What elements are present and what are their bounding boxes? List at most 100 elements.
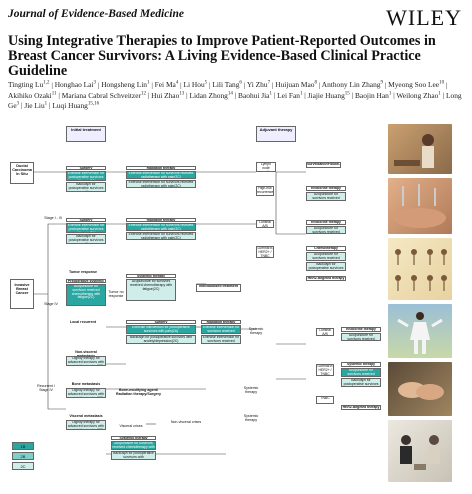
author-separator: | bbox=[241, 80, 247, 90]
her2-label: HER2-targeted therapy bbox=[306, 276, 346, 281]
ibc-endocrine-acupuncture: Acupuncture for survivors received endoc… bbox=[306, 226, 346, 234]
systemic-label: Systemic therapy bbox=[126, 274, 176, 278]
high-risk-box: High-risk recurrence bbox=[256, 186, 274, 196]
systemic-backusjin-3: Backusjin for postoperative survivors wi… bbox=[111, 451, 156, 460]
author-affiliation: 15,16 bbox=[87, 101, 100, 107]
author-list: Tingting Lu1,2 | Honghao Lai3 | Hongshen… bbox=[8, 80, 466, 110]
individualized-box: Individualized treatment bbox=[196, 284, 241, 292]
photo-hands-therapy bbox=[388, 362, 452, 416]
recurrent-surgery-backusjin: Backusjin for postoperative survivors wi… bbox=[126, 335, 196, 344]
author-separator: | bbox=[145, 90, 152, 100]
author-separator: | bbox=[47, 100, 53, 110]
dcis-endocrine-acupuncture: Acupuncture for survivors received endoc… bbox=[306, 192, 346, 201]
photo-baduanjin-chart bbox=[388, 238, 452, 300]
author-name: Myeong Soo Lee10 bbox=[388, 80, 445, 90]
author-affiliation: 9 bbox=[380, 81, 383, 86]
stage-dcis: Ductal Carcinoma In Situ bbox=[10, 162, 34, 184]
author-separator: | bbox=[316, 80, 322, 90]
ibc-radiation-exercise-a: Exercise intervention for survivors rece… bbox=[126, 223, 196, 231]
author-separator: | bbox=[207, 80, 213, 90]
visceral-met-label: Visceral metastasis bbox=[69, 414, 103, 418]
author-affiliation: 1 bbox=[146, 81, 150, 86]
author-affiliation: 5 bbox=[204, 81, 208, 86]
author-affiliation: 15 bbox=[344, 91, 350, 97]
recurrent-radiation-exercise-a: Exercise intervention for survivors rece… bbox=[201, 325, 241, 334]
author-affiliation: 13 bbox=[179, 91, 185, 97]
systemic-therapy-label-1: Systemic therapy bbox=[248, 327, 264, 335]
luminal-ab-box: Luminal A/B bbox=[256, 220, 274, 228]
author-affiliation: 6 bbox=[239, 81, 242, 86]
recurrent-surgery-label: Surgery bbox=[126, 320, 196, 324]
author-affiliation: 1,2 bbox=[43, 81, 50, 86]
photo-taichi bbox=[388, 304, 452, 358]
author-name: Mariana Cabral Schveitzer12 bbox=[61, 90, 146, 100]
author-affiliation: 1 bbox=[269, 91, 272, 97]
her2-label-2: HER2-targeted therapy bbox=[341, 405, 381, 410]
author-name: Lei Fan1 bbox=[277, 90, 303, 100]
author-affiliation: 3 bbox=[16, 101, 20, 107]
systemic-therapy-label-2: Systemic therapy bbox=[243, 386, 259, 394]
chemo-label: Chemotherapy bbox=[306, 246, 346, 251]
author-affiliation: 1 bbox=[388, 91, 392, 97]
author-name: Long Ge3 bbox=[8, 90, 462, 110]
photo-acupuncture bbox=[388, 178, 452, 234]
dcis-surgery-backusjin: Backusjin for postoperative survivors wi… bbox=[66, 182, 106, 192]
author-separator: | bbox=[444, 80, 448, 90]
author-name: Baohui Jia1 bbox=[238, 90, 272, 100]
visceral-crises-label: Visceral crises bbox=[119, 424, 143, 428]
author-name: Anthony Lin Zhang9 bbox=[321, 80, 383, 90]
col-initial-treatment: Initial treatment bbox=[66, 126, 106, 142]
author-separator: | bbox=[49, 80, 55, 90]
ibc-surgery-backusjin: Backusjin for postoperative survivors wi… bbox=[66, 234, 106, 244]
ibc-radiation-exercise-b: Exercise intervention for survivors rece… bbox=[126, 232, 196, 240]
author-name: Li Hou5 bbox=[183, 80, 208, 90]
author-name: Akihiko Ozaki11 bbox=[8, 90, 57, 100]
local-recurrent-label: Local recurrent bbox=[69, 320, 97, 324]
author-separator: | bbox=[96, 80, 102, 90]
journal-title: Journal of Evidence-Based Medicine bbox=[8, 8, 184, 20]
dcis-surgery-exercise: Exercise intervention for postoperative … bbox=[66, 171, 106, 181]
author-affiliation: 12 bbox=[140, 91, 146, 97]
author-affiliation: 10 bbox=[439, 81, 445, 86]
author-separator: | bbox=[178, 80, 184, 90]
systemic-interventions: Acupuncture for survivors received chemo… bbox=[126, 279, 176, 301]
author-name: Hongsheng Lin1 bbox=[101, 80, 150, 90]
dcis-radiation-exercise-b: Exercise intervention for survivors rece… bbox=[126, 180, 196, 188]
author-name: Hui Zhao13 bbox=[151, 90, 185, 100]
recurrent-radiation-label: Radiation therapy bbox=[201, 320, 241, 324]
author-name: Weilong Zhao1 bbox=[396, 90, 441, 100]
legend-1b: 1B bbox=[12, 442, 34, 450]
dcis-radiation-label: Radiation therapy bbox=[126, 166, 196, 170]
ibc-radiation-label: Radiation therapy bbox=[126, 218, 196, 222]
tnbc-box: TNBC bbox=[316, 396, 334, 404]
recurrent-surgery-exercise: Exercise intervention for postoperative … bbox=[126, 325, 196, 334]
systemic-acupuncture-3: Acupuncture for survivors received chemo… bbox=[111, 441, 156, 450]
ibc-endocrine-label: Endocrine therapy bbox=[306, 220, 346, 225]
author-separator: | bbox=[149, 80, 155, 90]
author-name: Jiajie Huang15 bbox=[307, 90, 350, 100]
endocrine-label-2: Endocrine therapy bbox=[341, 327, 381, 332]
author-name: Baojin Han1 bbox=[354, 90, 392, 100]
article-title: Using Integrative Therapies to Improve P… bbox=[8, 33, 436, 79]
author-name: Fei Ma4 bbox=[154, 80, 179, 90]
recurrent-radiation-exercise-b: Exercise intervention for survivors rece… bbox=[201, 335, 241, 344]
author-name: Jie Liu1 bbox=[24, 100, 48, 110]
bone-met-dignity: Dignity therapy for advanced survivors w… bbox=[66, 388, 106, 398]
systemic-backusjin-2: Backusjin for postoperative survivors wi… bbox=[341, 378, 381, 387]
luminal-her2-box-2: Luminal B HER2+ / TNBC bbox=[316, 364, 334, 376]
author-separator: | bbox=[440, 90, 446, 100]
author-affiliation: 1 bbox=[438, 91, 441, 97]
systemic-therapy-label-3: Systemic therapy bbox=[243, 414, 259, 422]
luminal-her2-box: Luminal B HER2+ / TNBC bbox=[256, 246, 274, 258]
endocrine-acupuncture-2: Acupuncture for survivors received endoc… bbox=[341, 333, 381, 341]
label-stage-i: Stage I - III bbox=[44, 216, 62, 220]
author-separator: | bbox=[232, 90, 239, 100]
nonvisceral-crises-label: Non-visceral crises bbox=[170, 420, 202, 424]
author-affiliation: 14 bbox=[227, 91, 233, 97]
systemic-acupuncture-2: Acupuncture for survivors received chemo… bbox=[341, 368, 381, 377]
photo-counseling bbox=[388, 420, 452, 482]
author-affiliation: 8 bbox=[314, 81, 317, 86]
label-stage-iv: Stage IV bbox=[44, 302, 58, 306]
tumor-response-label: Tumor response bbox=[69, 270, 97, 274]
dcis-radiation-exercise-a: Exercise intervention for survivors rece… bbox=[126, 171, 196, 179]
